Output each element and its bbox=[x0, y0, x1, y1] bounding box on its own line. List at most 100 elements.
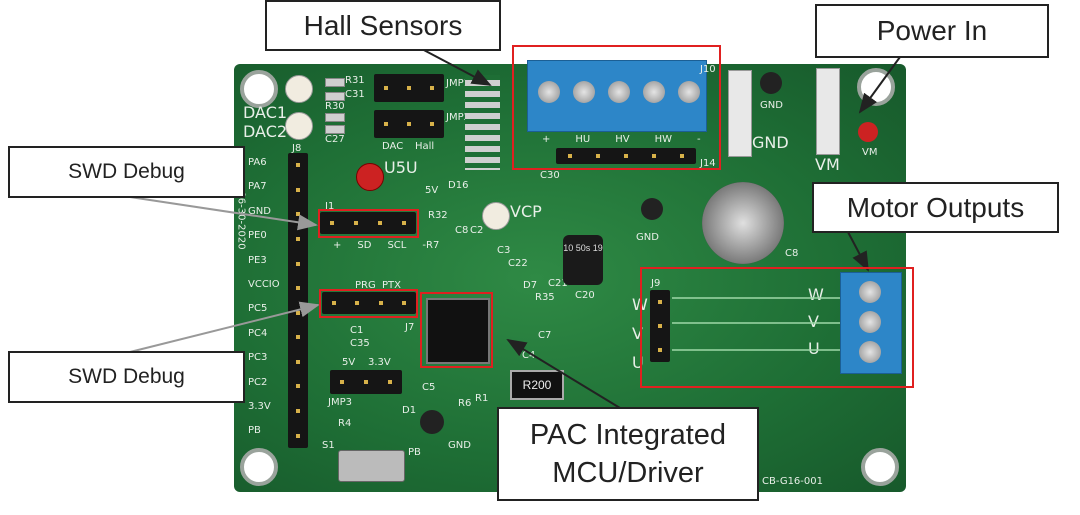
arrow-swd-j7 bbox=[129, 301, 320, 353]
callout-power-in: Power In bbox=[815, 4, 1049, 58]
board-id: CB-G16-001 bbox=[762, 476, 823, 487]
label-j14: J14 bbox=[700, 158, 716, 169]
label-j9: J9 bbox=[651, 278, 661, 289]
j10-pin-label: HV bbox=[615, 134, 630, 145]
resistor-r30 bbox=[325, 113, 345, 122]
j8-pin-label: 3.3V bbox=[248, 400, 271, 412]
arrow-hall bbox=[419, 47, 492, 86]
label-r1: R1 bbox=[475, 393, 489, 404]
shunt-resistor-r200: R200 bbox=[510, 370, 564, 400]
label-c30: C30 bbox=[540, 170, 560, 181]
j8-pin-label: PA7 bbox=[248, 181, 267, 193]
j9-pin-label: W bbox=[632, 295, 648, 314]
j10-pin-label: - bbox=[697, 134, 701, 145]
label-u5u: U5U bbox=[384, 158, 418, 177]
j9-pin-label: V bbox=[632, 324, 643, 343]
label-j8: J8 bbox=[292, 143, 302, 154]
motor-pin-label: U bbox=[808, 339, 820, 358]
resistor-r31 bbox=[325, 78, 345, 87]
j8-pin-label: PC2 bbox=[248, 376, 268, 388]
label-r4: R4 bbox=[338, 418, 352, 429]
label-gnd-big: GND bbox=[752, 133, 789, 152]
j10-pin-label: + bbox=[542, 134, 551, 145]
test-point-dac2 bbox=[285, 112, 313, 140]
j9-pin-labels: W V U bbox=[632, 295, 648, 372]
callout-pac-mcu: PAC Integrated MCU/Driver bbox=[497, 407, 759, 501]
arrow-pac bbox=[506, 338, 621, 409]
j1-pin-label: SD bbox=[357, 240, 372, 251]
label-r7: R7 bbox=[426, 240, 440, 251]
motor-pin-label: V bbox=[808, 312, 819, 331]
label-r31: R31 bbox=[345, 75, 365, 86]
header-j1-swd bbox=[320, 212, 416, 234]
label-5v: 5V bbox=[425, 185, 439, 196]
test-point-dac1 bbox=[285, 75, 313, 103]
callout-pac-line2: MCU/Driver bbox=[552, 457, 704, 489]
hall-filter-components bbox=[465, 75, 500, 170]
j1-pin-label: - bbox=[422, 240, 426, 251]
arrow-swd-j1 bbox=[129, 196, 318, 231]
motor-pin-labels: W V U bbox=[808, 285, 824, 358]
capacitor-c31 bbox=[325, 92, 345, 101]
test-point-gnd bbox=[641, 198, 663, 220]
mounting-hole bbox=[861, 448, 899, 486]
label-gnd-small: GND bbox=[760, 100, 783, 111]
label-dac1: DAC1 bbox=[243, 103, 288, 122]
j8-pin-label: PC4 bbox=[248, 327, 268, 339]
label-jmp3-3v3: 3.3V bbox=[368, 357, 391, 368]
label-jmp1: JMP1 bbox=[446, 78, 470, 89]
electrolytic-capacitor-c20: 10 50s 19 bbox=[563, 235, 603, 285]
highlight-motor-outputs bbox=[640, 267, 914, 388]
label-vm: VM bbox=[815, 155, 840, 174]
callout-pac-line1: PAC Integrated bbox=[529, 419, 727, 451]
label-r30: R30 bbox=[325, 101, 345, 112]
label-j10: J10 bbox=[700, 64, 716, 75]
label-c5: C5 bbox=[422, 382, 436, 393]
label-prg: PRG bbox=[355, 280, 376, 291]
jumper-jmp3 bbox=[330, 370, 402, 394]
vm-terminal bbox=[816, 68, 840, 155]
label-c8: C8 bbox=[455, 225, 469, 236]
label-gnd: GND bbox=[636, 232, 659, 243]
label-vcp: VCP bbox=[510, 202, 542, 221]
j10-pin-labels: + HU HV HW - bbox=[542, 134, 701, 145]
label-c1: C1 bbox=[350, 325, 364, 336]
label-dac: DAC bbox=[382, 141, 404, 152]
label-d7: D7 bbox=[523, 280, 538, 291]
push-button-s1 bbox=[338, 450, 405, 482]
j9-pin-label: U bbox=[632, 353, 644, 372]
highlight-j1 bbox=[318, 209, 419, 238]
callout-swd-debug-2: SWD Debug bbox=[8, 351, 245, 403]
j1-pin-label: SCL bbox=[387, 240, 407, 251]
label-r32: R32 bbox=[428, 210, 448, 221]
arrow-power bbox=[858, 56, 901, 114]
j8-pin-label: PA6 bbox=[248, 157, 267, 168]
label-jmp3-5v: 5V bbox=[342, 357, 356, 368]
label-jmp3: JMP3 bbox=[328, 397, 352, 408]
header-j9 bbox=[650, 290, 670, 362]
label-gnd-2: GND bbox=[448, 440, 471, 451]
highlight-mcu bbox=[420, 292, 493, 368]
label-c2: C2 bbox=[470, 225, 484, 236]
test-point-vm bbox=[858, 122, 878, 142]
label-r35: R35 bbox=[535, 292, 555, 303]
header-j7-swd bbox=[322, 292, 416, 314]
j8-pin-label: PC3 bbox=[248, 352, 268, 364]
label-c27: C27 bbox=[325, 134, 345, 145]
label-c8b: C8 bbox=[785, 248, 799, 259]
label-d16: D16 bbox=[448, 180, 469, 191]
j8-pin-label: PB bbox=[248, 425, 261, 437]
jumper-jmp2 bbox=[374, 110, 444, 138]
label-dac2: DAC2 bbox=[243, 122, 288, 141]
j10-pin-label: HW bbox=[654, 134, 673, 145]
terminal-block-j10 bbox=[527, 60, 707, 132]
label-c4: C4 bbox=[522, 350, 536, 361]
label-j1: J1 bbox=[325, 201, 335, 212]
motor-terminal-block bbox=[840, 272, 902, 374]
test-point-gnd bbox=[420, 410, 444, 434]
callout-hall-sensors: Hall Sensors bbox=[265, 0, 501, 51]
pac-mcu-chip bbox=[426, 298, 490, 364]
motor-pin-label: W bbox=[808, 285, 824, 304]
label-c3: C3 bbox=[497, 245, 511, 256]
